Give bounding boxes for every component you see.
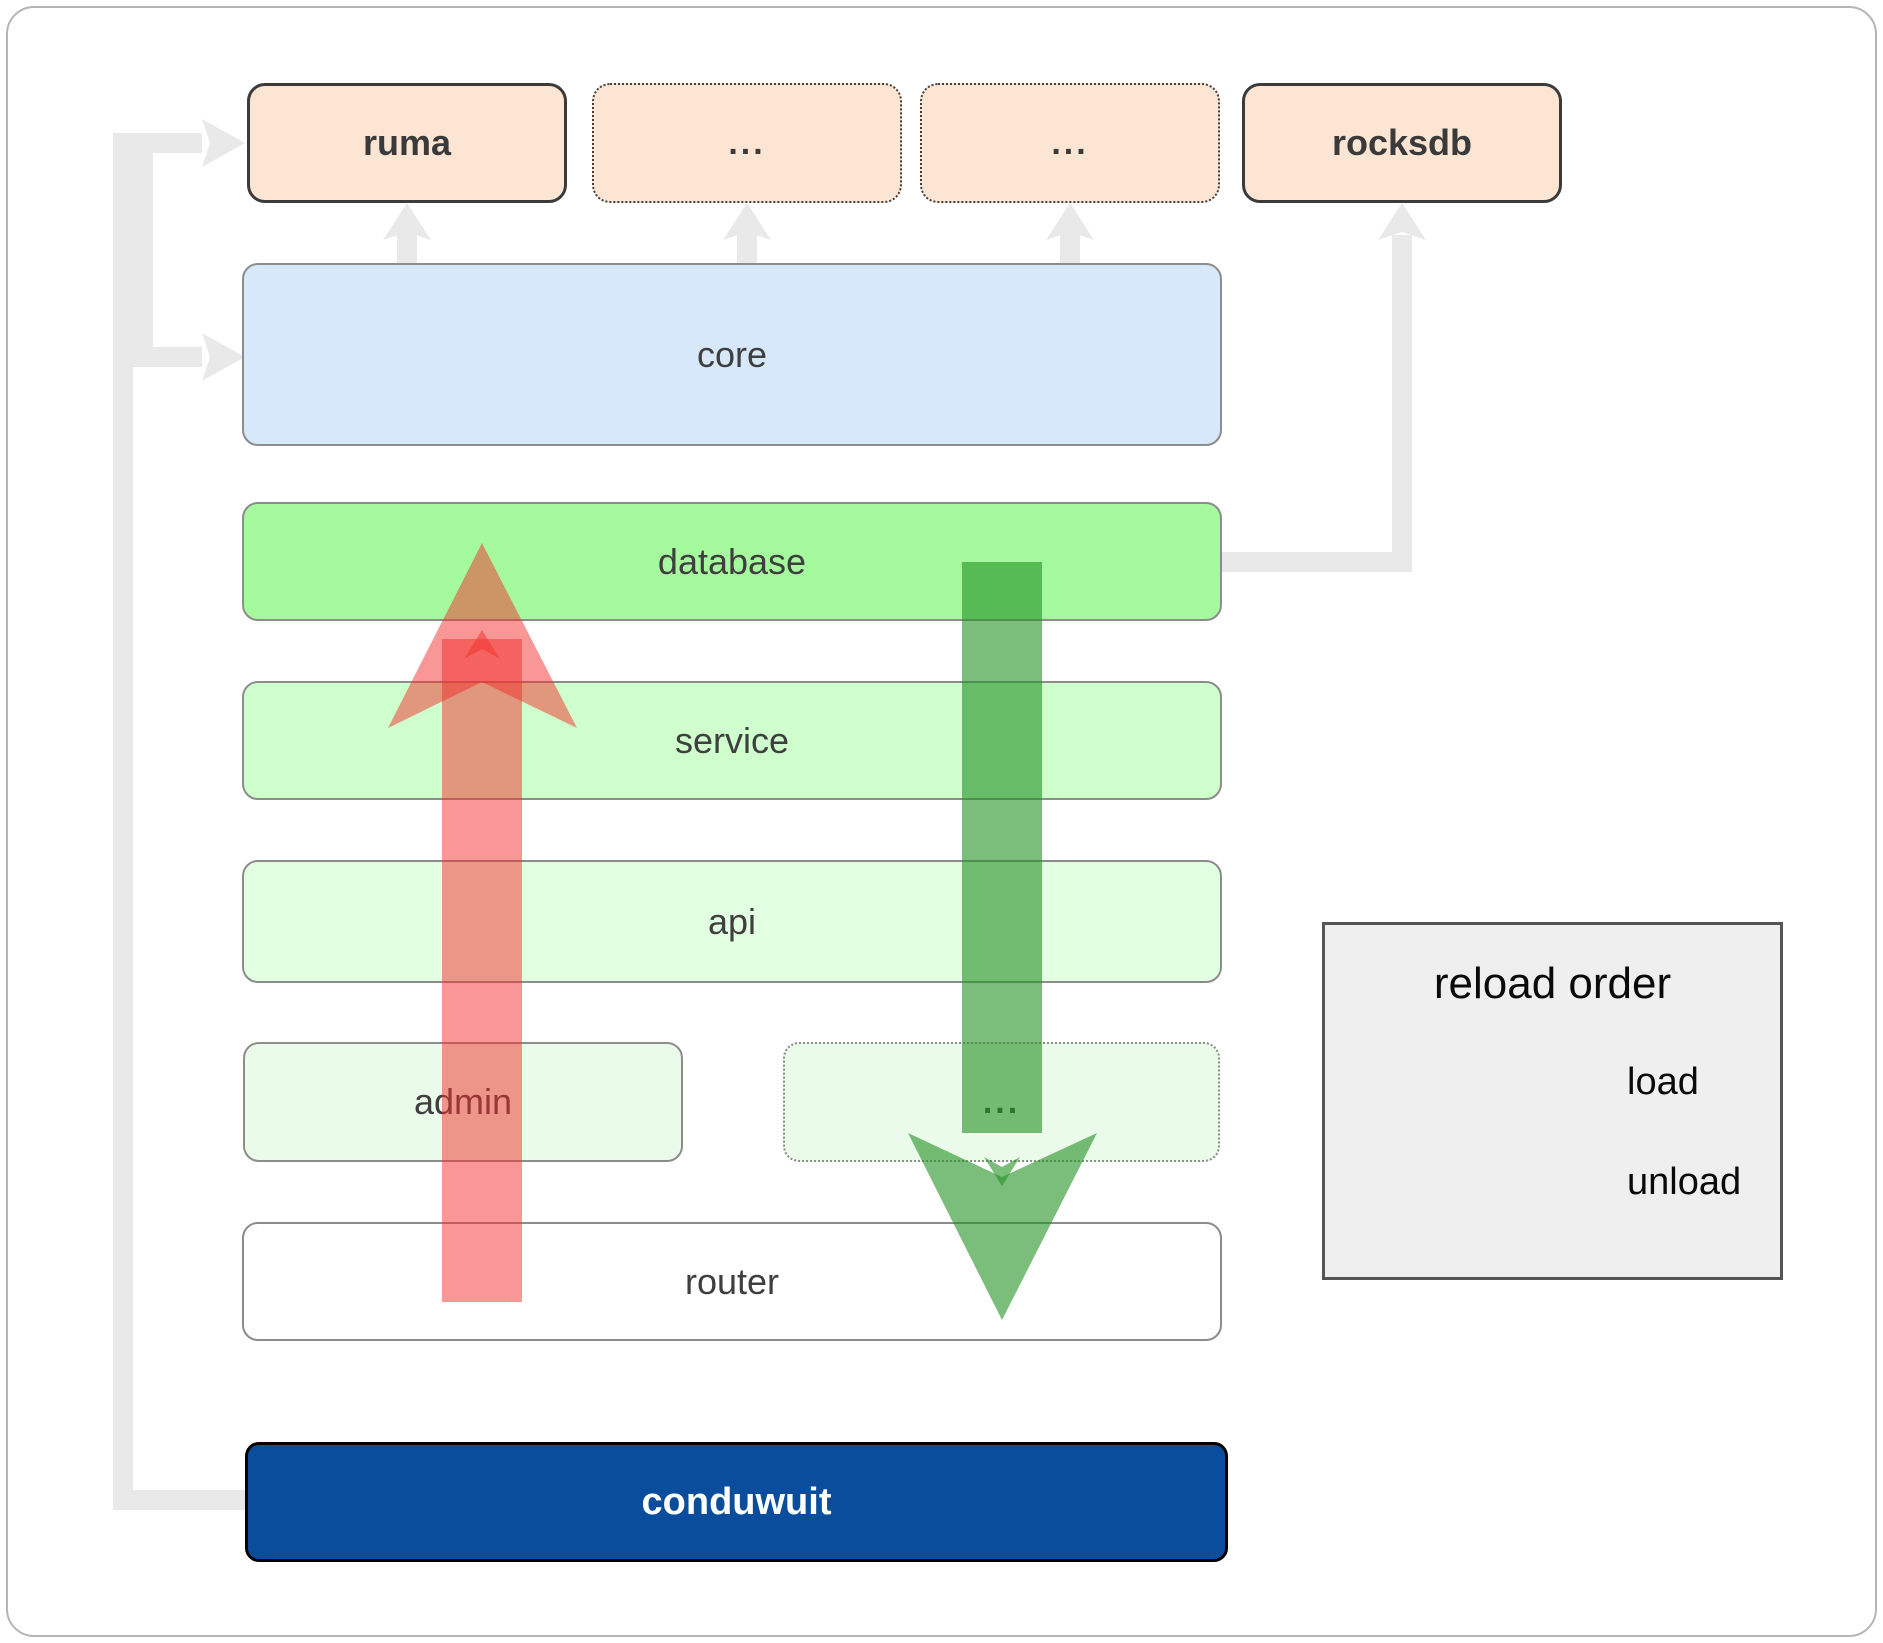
node-database: database [242, 502, 1222, 621]
node-api: api [242, 860, 1222, 983]
node-more-crates-2: ... [920, 83, 1220, 203]
node-core: core [242, 263, 1222, 446]
node-router: router [242, 1222, 1222, 1341]
node-service: service [242, 681, 1222, 800]
node-more-crates-1: ... [592, 83, 902, 203]
legend: reload order [1322, 922, 1783, 1280]
node-more-services: ... [783, 1042, 1220, 1162]
page-border [6, 6, 1877, 1637]
node-admin: admin [243, 1042, 683, 1162]
node-conduwuit: conduwuit [245, 1442, 1228, 1562]
legend-load-label: load [1627, 1060, 1699, 1103]
legend-title: reload order [1433, 959, 1672, 1008]
node-ruma: ruma [247, 83, 567, 203]
node-rocksdb: rocksdb [1242, 83, 1562, 203]
legend-unload-label: unload [1627, 1160, 1742, 1203]
